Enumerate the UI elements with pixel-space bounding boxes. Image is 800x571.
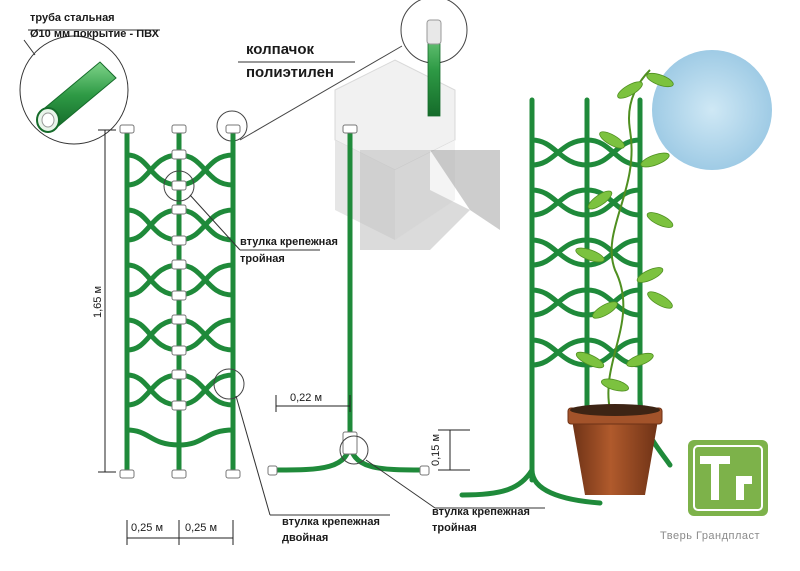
sky-circle: [652, 50, 772, 170]
foot-height-dimension: 0,15 м: [430, 433, 442, 466]
brand-name: Тверь Грандпласт: [660, 530, 761, 542]
cap-label-line1: колпачок: [246, 41, 315, 58]
flower-pot: [567, 404, 663, 495]
height-dimension: 1,65 м: [92, 285, 104, 318]
triple-sleeve-marker: [163, 170, 195, 202]
single-post-sleeves: [267, 124, 430, 476]
trellis-right: [459, 97, 673, 506]
foot-sleeve-marker: [339, 435, 369, 465]
foot-length-dimension: 0,22 м: [290, 392, 323, 404]
pipe-label-line2: Ø10 мм покрытие - ПВХ: [30, 28, 159, 40]
pipe-label-line1: труба стальная: [30, 12, 115, 24]
triple-sleeve-label-line1: втулка крепежная: [240, 236, 338, 248]
double-sleeve-marker: [213, 368, 245, 400]
width-right-dimension: 0,25 м: [185, 522, 218, 534]
double-sleeve-label-line1: втулка крепежная: [282, 516, 380, 528]
pipe-section-magnifier: [19, 35, 129, 145]
dimension-lines: [98, 129, 470, 545]
width-left-dimension: 0,25 м: [131, 522, 164, 534]
cap-magnifier: [216, 0, 500, 250]
trellis-left-sleeves: [119, 124, 241, 479]
cap-label-line2: полиэтилен: [246, 64, 334, 81]
foot-sleeve-label-line2: тройная: [432, 522, 477, 534]
triple-sleeve-label-line2: тройная: [240, 253, 285, 265]
double-sleeve-label-line2: двойная: [282, 532, 329, 544]
leader-lines: [28, 29, 545, 516]
plant: [575, 69, 674, 411]
brand-logo: [688, 440, 768, 516]
foot-sleeve-label-line1: втулка крепежная: [432, 506, 530, 518]
